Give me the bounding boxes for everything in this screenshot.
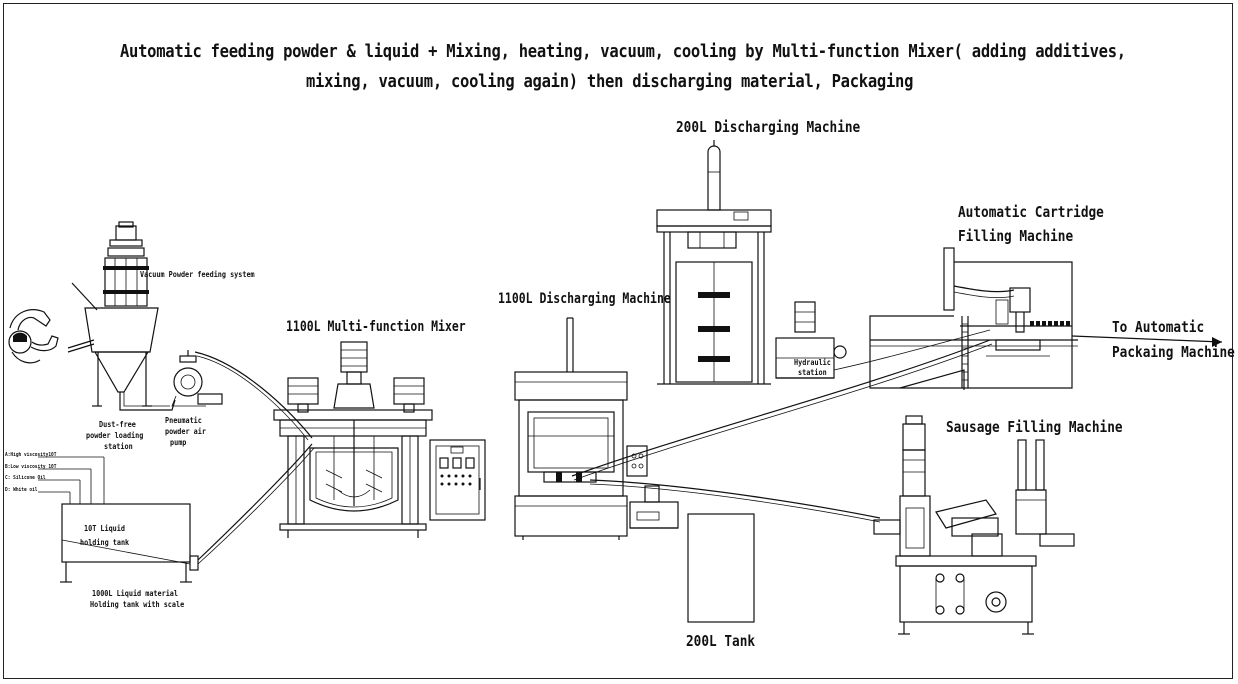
label-cartridge-1: Automatic Cartridge <box>958 203 1104 221</box>
label-feed-b: B:Low viscosity 10T <box>5 464 57 470</box>
label-pneumatic-3: pump <box>170 438 187 447</box>
label-packaging-1: To Automatic <box>1112 318 1205 336</box>
cartridge-filling-machine <box>869 247 1078 390</box>
label-dust-free-2: powder loading <box>86 431 144 440</box>
label-liquid-scale-1: 1000L Liquid material <box>92 589 178 598</box>
label-hydraulic-1: Hydraulic <box>794 358 831 367</box>
hydraulic-unit-1100l <box>629 485 679 529</box>
label-discharging-1100: 1100L Discharging Machine <box>498 291 671 307</box>
label-dust-free-3: station <box>104 442 133 451</box>
operator-figure <box>8 309 59 364</box>
title-line-1: Automatic feeding powder & liquid + Mixi… <box>120 41 1126 62</box>
packaging-arrow <box>1071 335 1223 347</box>
discharging-machine-1100l <box>514 317 628 540</box>
mixer-control-cabinet <box>429 439 486 521</box>
pneumatic-powder-pump <box>171 350 223 407</box>
label-feed-d: D: White oil <box>5 487 38 493</box>
label-hydraulic-2: station <box>798 368 827 377</box>
liquid-holding-tank-system <box>38 443 315 583</box>
label-cartridge-2: Filling Machine <box>958 227 1074 245</box>
tank-200l-drawing <box>687 513 755 623</box>
title-line-2: mixing, vacuum, cooling again) then disc… <box>306 71 914 92</box>
label-tank-200: 200L Tank <box>686 632 756 650</box>
drawing-border <box>3 3 1233 679</box>
label-pneumatic-2: powder air <box>165 427 206 436</box>
vacuum-powder-feeding-system <box>67 221 176 411</box>
label-pneumatic-1: Pneumatic <box>165 416 202 425</box>
label-feed-c: C: Silicone Oil <box>5 475 46 481</box>
multi-function-mixer-1100l <box>273 341 433 538</box>
label-vacuum-powder: Vacuum Powder feeding system <box>140 270 255 279</box>
transfer-pipe-to-sausage <box>589 479 881 519</box>
powder-transfer-pipe <box>194 351 313 439</box>
label-liquid-scale-2: Holding tank with scale <box>90 600 185 609</box>
hydraulic-station-200l <box>775 301 847 379</box>
label-mixer: 1100L Multi-function Mixer <box>286 319 466 335</box>
label-feed-a: A:High viscosity10T <box>5 452 57 458</box>
label-sausage: Sausage Filling Machine <box>946 418 1123 436</box>
label-liquid-tank-1: 10T Liquid <box>84 524 125 533</box>
transfer-pipe-to-cartridge <box>571 339 991 477</box>
label-discharging-200: 200L Discharging Machine <box>676 118 861 136</box>
discharging-machine-200l <box>656 140 772 385</box>
label-packaging-2: Packaing Machine <box>1112 343 1235 361</box>
label-liquid-tank-2: holding tank <box>80 538 130 547</box>
label-dust-free-1: Dust-free <box>99 420 136 429</box>
sausage-filling-machine <box>873 415 1075 635</box>
